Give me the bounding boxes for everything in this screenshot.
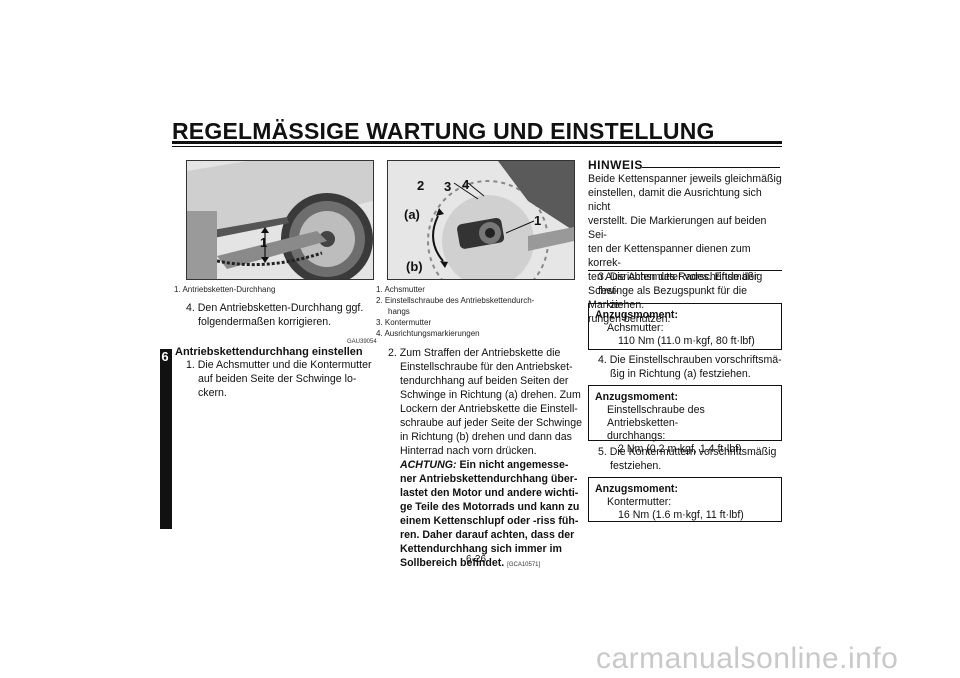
torque-box-locknut: Anzugsmoment: Kontermutter: 16 Nm (1.6 m… — [588, 477, 782, 522]
code-gca: [GCA10571] — [507, 562, 541, 568]
watermark: carmanualsonline.info — [596, 642, 899, 675]
figure2-label-a: (a) — [404, 207, 420, 222]
achtung-line-0: ner Antriebskettendurchhang über- — [400, 473, 578, 485]
step-2-text: 2. Zum Straffen der Antriebskette die Ei… — [388, 346, 583, 572]
col2-line-0: 2. Zum Straffen der Antriebskette die — [388, 347, 561, 359]
torque-box1-l1: Achsmutter: — [607, 322, 664, 334]
achtung-line-5: Kettendurchhang sich immer im — [400, 543, 562, 555]
torque-box-axle: Anzugsmoment: Achsmutter: 110 Nm (11.0 m… — [588, 303, 782, 350]
step-3-line2: ziehen. — [610, 299, 645, 311]
torque-box2-l1: Einstellschraube des Antriebsketten- — [607, 404, 705, 429]
figure2-label-3: 3 — [444, 179, 452, 194]
chapter-number: 6 — [161, 349, 169, 364]
torque-box3-l1: Kontermutter: — [607, 496, 672, 508]
torque-box3-l2: 16 Nm (1.6 m·kgf, 11 ft·lbf) — [618, 509, 744, 521]
col2-line-6: in Richtung (b) drehen und dann das — [400, 431, 572, 443]
achtung-warning: ACHTUNG: Ein nicht angemesse- — [388, 458, 583, 472]
step-4-line1: 4. Den Antriebsketten-Durchhang ggf. — [186, 302, 364, 314]
hinweis-line-6: rungen benutzen. — [588, 313, 671, 325]
figure2-caption-4: 4. Ausrichtungsmarkierungen — [376, 329, 480, 338]
achtung-last: Sollbereich befindet. — [400, 557, 505, 569]
step-5-line2: festziehen. — [610, 460, 662, 472]
chain-slack-photo: 1 — [186, 160, 374, 280]
torque-box2-l1b: durchhangs: — [607, 430, 666, 442]
step-5-line1: 5. Die Kontermuttern vorschriftsmäßig — [598, 446, 777, 458]
hinweis-line-2: verstellt. Die Markierungen auf beiden S… — [588, 215, 767, 241]
chain-adjuster-photo: 2 3 4 (a) 1 (b) — [387, 160, 575, 280]
step-3-text: 3. Die Achsmutter vorschriftsmäßig fest-… — [598, 270, 783, 312]
achtung-line-4: ren. Daher darauf achten, dass der — [400, 529, 575, 541]
hinweis-end-rule — [588, 270, 782, 271]
col2-line-2: tendurchhang auf beiden Seiten der — [400, 375, 569, 387]
col2-line-7: Hinterrad nach vorn drücken. — [400, 445, 537, 457]
section-heading: Antriebskettendurchhang einstellen — [175, 346, 363, 358]
figure2-label-b: (b) — [406, 259, 423, 274]
step-1-line2: auf beiden Seite der Schwinge lo- — [198, 373, 357, 385]
figure2-label-2: 2 — [417, 178, 425, 193]
figure2-caption-2b: hangs — [388, 307, 410, 316]
figure2-caption-3: 3. Kontermutter — [376, 318, 432, 327]
step-4-line2: folgendermaßen korrigieren. — [198, 316, 332, 328]
hinweis-line-5: Schwinge als Bezugspunkt für die Markie- — [588, 285, 747, 311]
col2-line-5: schraube auf jeder Seite der Schwinge — [400, 417, 582, 429]
torque-box1-title: Anzugsmoment: — [595, 309, 678, 321]
step-4b-line1: 4. Die Einstellschrauben vorschriftsmä- — [598, 354, 782, 366]
torque-box1-l2: 110 Nm (11.0 m·kgf, 80 ft·lbf) — [618, 335, 755, 347]
step-1-line3: ckern. — [198, 387, 227, 399]
hinweis-line-4: ten Ausrichten des Rades. Ende der — [588, 271, 758, 283]
hinweis-line-1: einstellen, damit die Ausrichtung sich n… — [588, 187, 762, 213]
hinweis-heading: HINWEIS — [588, 158, 643, 172]
torque-box3-title: Anzugsmoment: — [595, 483, 678, 495]
achtung-first: Ein nicht angemesse- — [459, 459, 569, 471]
step-4b-line2: ßig in Richtung (a) festziehen. — [610, 368, 751, 380]
torque-box-adjuster: Anzugsmoment: Einstellschraube des Antri… — [588, 385, 782, 455]
torque-box2-l2: 2 Nm (0.2 m·kgf, 1.4 ft·lbf) — [618, 443, 742, 455]
step-4b-text: 4. Die Einstellschrauben vorschriftsmä- … — [598, 353, 783, 381]
chapter-tab — [160, 349, 172, 529]
figure1-label-1: 1 — [260, 235, 268, 250]
achtung-last-line: Sollbereich befindet. [GCA10571] — [388, 556, 583, 572]
hinweis-rule — [642, 167, 780, 168]
figure2-caption-1: 1. Achsmutter — [376, 285, 425, 294]
step-5-text: 5. Die Kontermuttern vorschriftsmäßig fe… — [598, 445, 783, 473]
figure2-label-4: 4 — [462, 177, 470, 192]
step-1-text: 1. Die Achsmutter und die Kontermutter a… — [186, 358, 376, 400]
page-title: REGELMÄSSIGE WARTUNG UND EINSTELLUNG — [172, 118, 715, 144]
figure2-label-1: 1 — [534, 213, 542, 228]
step-1-line1: 1. Die Achsmutter und die Kontermutter — [186, 359, 372, 371]
adjuster-illustration — [388, 161, 574, 279]
figure2-captions: 1. Achsmutter 2. Einstellschraube des An… — [376, 284, 576, 339]
motorcycle-rear-illustration — [187, 161, 373, 279]
achtung-line-1: lastet den Motor und andere wichti- — [400, 487, 579, 499]
col2-line-3: Schwinge in Richtung (a) drehen. Zum — [400, 389, 581, 401]
hinweis-line-0: Beide Kettenspanner jeweils gleichmäßig — [588, 173, 782, 185]
achtung-label: ACHTUNG: — [400, 459, 457, 471]
achtung-line-2: ge Teile des Motorrads und kann zu — [400, 501, 580, 513]
step-3-line1: 3. Die Achsmutter vorschriftsmäßig fest- — [598, 271, 763, 297]
col2-line-1: Einstellschraube für den Antriebsket- — [400, 361, 573, 373]
page-number: 6-26 — [466, 554, 487, 565]
hinweis-line-3: ten der Kettenspanner dienen zum korrek- — [588, 243, 751, 269]
figure2-caption-2: 2. Einstellschraube des Antriebskettendu… — [376, 296, 535, 305]
title-rule — [172, 141, 782, 144]
col2-line-4: Lockern der Antriebskette die Einstell- — [400, 403, 578, 415]
code-gau: GAU39054 — [347, 339, 377, 345]
torque-box2-title: Anzugsmoment: — [595, 391, 678, 403]
step-4-text: 4. Den Antriebsketten-Durchhang ggf. fol… — [186, 301, 371, 329]
title-rule-thin — [172, 146, 782, 147]
achtung-line-3: einem Kettenschlupf oder -riss füh- — [400, 515, 579, 527]
figure1-caption: 1. Antriebsketten-Durchhang — [174, 285, 276, 294]
hinweis-text: Beide Kettenspanner jeweils gleichmäßig … — [588, 172, 783, 326]
